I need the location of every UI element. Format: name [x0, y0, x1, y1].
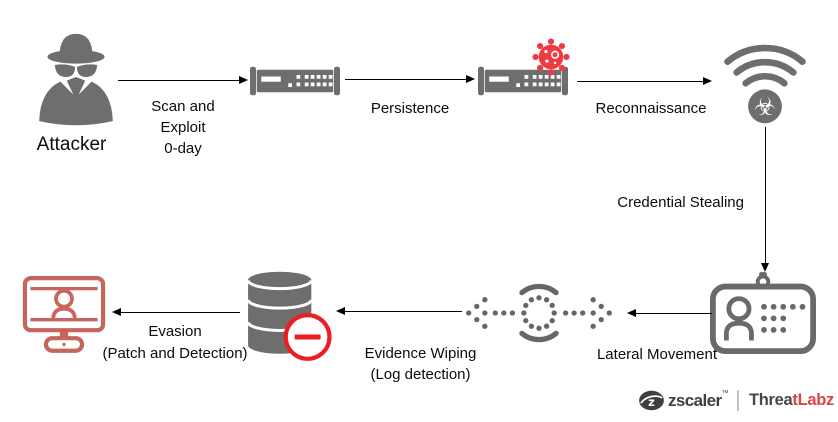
attacker-node [30, 25, 122, 129]
arrow-shaft [345, 79, 468, 81]
scan-exploit-line3: 0-day [164, 140, 202, 157]
video-call-monitor-icon [22, 276, 106, 353]
id-badge-icon [710, 272, 816, 355]
evidence-wiping-line1: Evidence Wiping [364, 345, 477, 362]
arrow-shaft [577, 81, 705, 83]
credentials-badge-node [710, 272, 816, 357]
arrow-shaft [119, 312, 240, 314]
zscaler-logo-icon: z [639, 390, 664, 411]
infected-router-node [476, 66, 570, 96]
edge-router-node [248, 66, 342, 96]
reconnaissance-label: Reconnaissance [595, 100, 707, 117]
evidence-wiping-label: Evidence Wiping (Log detection) [348, 343, 493, 385]
malware-virus-icon [532, 38, 570, 76]
network-server-icon [478, 66, 568, 96]
threatlabz-wordmark-red: tLabz [792, 391, 834, 409]
arrow-evasion [112, 308, 240, 317]
malware-virus-overlay [531, 37, 571, 77]
scan-exploit-line2: Exploit [160, 119, 206, 136]
arrow-shaft [634, 313, 712, 315]
zscaler-wordmark: zscaler [668, 390, 722, 410]
trademark-mark: ™ [721, 390, 729, 397]
logo-divider [737, 390, 739, 411]
scan-exploit-line1: Scan and [151, 98, 215, 115]
arrow-shaft [765, 127, 767, 265]
arrow-head-icon [112, 308, 121, 316]
spy-attacker-icon [39, 33, 113, 126]
compromised-wifi-node: ☣ [712, 33, 818, 127]
arrow-head-icon [761, 263, 769, 272]
evidence-wiping-line2: (Log detection) [370, 366, 471, 383]
biohazard-glyph: ☣ [754, 92, 776, 121]
blocked-database-node [244, 270, 334, 363]
arrow-shaft [118, 80, 241, 82]
arrow-reconnaissance [577, 77, 712, 86]
arrow-evidence-wiping [336, 307, 462, 316]
persistence-label: Persistence [370, 100, 450, 117]
scan-exploit-label: Scan and Exploit 0-day [133, 96, 233, 159]
arrow-head-icon [627, 309, 636, 317]
arrow-persistence [345, 75, 475, 84]
evidence-wiper-node [463, 276, 615, 350]
evasion-line2: (Patch and Detection) [102, 345, 248, 362]
arrow-shaft [343, 311, 462, 313]
arrow-lateral-movement [627, 309, 712, 318]
branding-bar: z zscaler ™ ThreatLabz [638, 387, 834, 414]
dotted-flow-circle-icon [466, 283, 612, 343]
arrow-head-icon [239, 76, 248, 84]
zscaler-z-glyph: z [648, 395, 655, 409]
database-prohibited-icon [246, 271, 332, 361]
arrow-scan-exploit [118, 76, 248, 85]
arrow-head-icon [703, 77, 712, 85]
arrow-head-icon [336, 307, 345, 315]
credential-stealing-label: Credential Stealing [617, 194, 744, 211]
arrow-credential-stealing [761, 127, 770, 272]
detection-monitor-node [22, 275, 106, 356]
evasion-label: Evasion (Patch and Detection) [95, 321, 255, 365]
wifi-biohazard-icon: ☣ [724, 44, 806, 124]
network-server-icon [250, 66, 340, 96]
arrow-head-icon [466, 75, 475, 83]
threatlabz-wordmark-dark: Threa [748, 391, 793, 409]
evasion-line1: Evasion [148, 323, 202, 340]
attacker-label: Attacker [36, 134, 107, 155]
lateral-movement-label: Lateral Movement [596, 346, 718, 363]
